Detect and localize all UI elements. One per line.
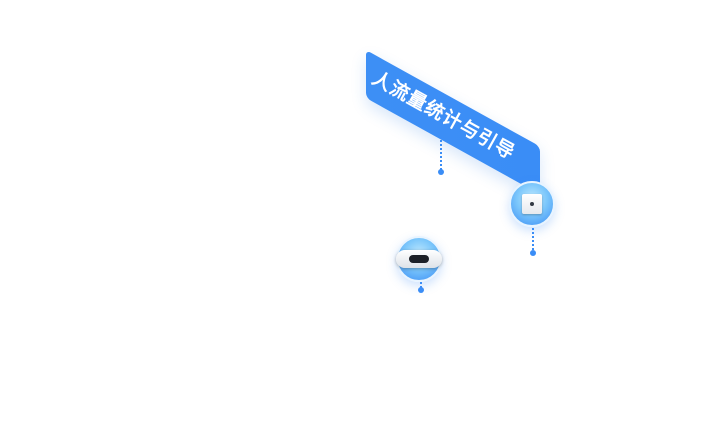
sensor-leader-line — [532, 228, 534, 250]
camera-device-bubble — [396, 236, 442, 282]
camera-leader-line — [420, 282, 422, 288]
tag-leader-line — [440, 140, 442, 170]
camera-lens — [409, 255, 429, 263]
sensor-lens — [530, 202, 534, 206]
sensor-leader-dot — [530, 250, 536, 256]
people-counter-sensor-icon — [522, 194, 542, 214]
people-counting-camera-icon — [396, 250, 442, 268]
sensor-device-bubble — [509, 181, 555, 227]
feature-tag-label: 人流量统计与引导 — [368, 67, 519, 165]
tag-leader-dot — [438, 169, 444, 175]
camera-leader-dot — [418, 287, 424, 293]
